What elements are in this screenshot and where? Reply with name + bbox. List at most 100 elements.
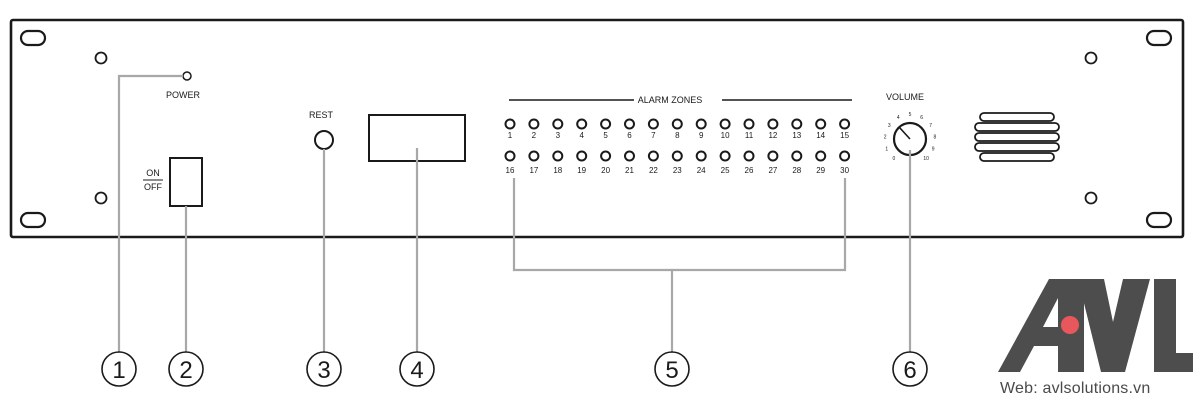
callout-circle-6 [892,351,928,387]
zone-led-24 [695,150,707,162]
power-switch[interactable] [169,157,203,207]
power-label: POWER [166,90,201,100]
grille-slot [979,112,1055,122]
speaker-grille [974,112,1060,162]
zone-number: 5 [603,131,608,140]
zone-number: 28 [792,166,801,175]
zone-led-2 [528,118,540,130]
zone-led-15 [839,118,851,130]
volume-scale-mark: 10 [923,156,929,162]
zone-led-14 [815,118,827,130]
volume-scale-mark: 6 [920,115,923,121]
zone-number: 3 [556,131,561,140]
zone-number: 8 [675,131,680,140]
zone-number: 11 [745,131,754,140]
logo-letter-v [1078,279,1150,372]
leader-line-5 [512,178,847,272]
volume-scale-mark: 0 [893,156,896,162]
callout-number: 1 [112,357,125,384]
volume-scale-mark: 2 [884,134,887,140]
volume-scale-mark: 3 [888,123,891,129]
zone-led-22 [647,150,659,162]
avl-logo [998,279,1193,372]
zone-led-17 [528,150,540,162]
zone-number: 13 [792,131,801,140]
logo-letter-a [998,279,1084,372]
zone-number: 16 [506,166,515,175]
logo-letter-a-counter [1043,298,1058,327]
zone-number: 30 [840,166,849,175]
zone-led-10 [719,118,731,130]
zone-number: 19 [577,166,586,175]
zone-number: 14 [816,131,825,140]
callout-number: 2 [179,357,192,384]
logo-accent-dot [1061,316,1079,334]
mounting-screw [1084,51,1098,65]
zone-number: 1 [508,131,513,140]
zone-led-6 [624,118,635,130]
rack-slot [1145,211,1173,229]
zone-led-1 [504,118,516,130]
reset-button[interactable] [314,130,334,150]
rack-slots [19,29,1173,229]
zone-number: 6 [627,131,632,140]
logo-letter-l [1154,279,1193,372]
volume-knob-pointer [898,126,911,140]
zone-number: 12 [768,131,777,140]
zone-led-13 [791,118,803,130]
zone-number: 15 [840,131,849,140]
rack-slot [19,29,47,47]
callout-circle-3 [306,351,342,387]
zone-led-18 [552,150,564,162]
grille-slot [979,152,1055,162]
zone-led-8 [671,118,683,130]
zone-led-3 [552,118,564,130]
leader-lines [117,74,912,352]
zone-number: 20 [601,166,610,175]
zone-led-20 [600,150,612,162]
zone-number: 9 [699,131,704,140]
zone-number: 27 [768,166,777,175]
mounting-screw [94,191,108,205]
zone-number: 24 [697,166,706,175]
switch-label-on: ON [146,168,160,178]
callout-number: 3 [317,357,330,384]
zone-led-26 [743,150,755,162]
zone-number: 17 [529,166,538,175]
volume-scale-mark: 5 [909,112,912,118]
zone-led-16 [504,150,516,162]
zone-number: 22 [649,166,658,175]
mounting-screw [94,51,108,65]
reset-label: REST [309,110,334,120]
volume-scale-mark: 8 [934,134,937,140]
callout-number: 5 [665,357,678,384]
zone-led-9 [695,118,707,130]
volume-scale-mark: 7 [929,123,932,129]
zone-led-7 [647,118,659,130]
leader-line-1 [117,74,183,352]
alarm-zones-title: ALARM ZONES [638,95,703,105]
grille-slot [974,142,1060,152]
zone-number: 7 [651,131,656,140]
zone-led-11 [743,118,755,130]
zone-led-23 [671,150,683,162]
power-led [182,71,192,81]
callout-circle-2 [168,351,204,387]
zone-led-29 [815,150,827,162]
volume-scale-mark: 4 [897,115,900,121]
zone-led-27 [767,150,779,162]
zone-number: 26 [745,166,754,175]
volume-label: VOLUME [886,92,924,102]
volume-scale-mark: 1 [885,146,888,152]
zone-led-4 [576,118,588,130]
zone-number: 4 [579,131,584,140]
mounting-screw [1084,191,1098,205]
zone-led-5 [600,118,612,130]
grille-slot [974,122,1060,132]
zone-led-21 [624,150,635,162]
zone-number: 21 [625,166,634,175]
zone-led-28 [791,150,803,162]
zone-led-19 [576,150,588,162]
